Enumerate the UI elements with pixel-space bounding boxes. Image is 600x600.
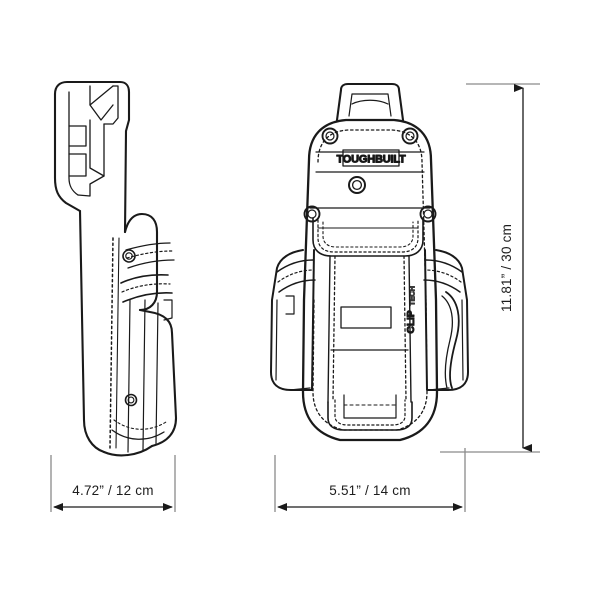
dim-label-side-width: 4.72” / 12 cm [72, 483, 153, 498]
clip-outer-top [53, 80, 131, 234]
right-pocket-loop-inner [441, 295, 453, 389]
side-stitch-spine [109, 237, 114, 449]
clip-spine [78, 209, 106, 454]
toughbuilt-logo: TOUGHBUILT [336, 154, 406, 166]
side-panel-right-edge [155, 302, 159, 445]
clip-tab-right [103, 85, 119, 125]
front-flap-stitch-b [322, 221, 414, 248]
left-pocket-inner-edge [275, 299, 278, 381]
bottom-flap-stitch [334, 399, 406, 426]
left-pocket-bottom [289, 387, 311, 391]
right-pocket-outer [424, 249, 469, 391]
rivet-inner-mr [423, 209, 433, 219]
side-panel-mid-edge [142, 299, 146, 451]
rivet-icon-tr [401, 127, 419, 145]
rivet-icon-center [348, 176, 366, 194]
dim-label-front-width: 5.51” / 14 cm [329, 483, 410, 498]
clip-logo-secondary: TECH [408, 286, 417, 306]
right-pocket-strap-bottom [423, 279, 461, 293]
left-pocket-strap-top [276, 259, 314, 273]
belt-loop-tab [335, 82, 405, 122]
rivet-inner-center [351, 179, 363, 191]
rivet-icon-mr [419, 205, 437, 223]
clip-slot-lower [68, 153, 87, 177]
bottom-inner-box [343, 394, 397, 419]
logo-plate [342, 149, 400, 167]
right-pocket-strap-stitch [424, 269, 462, 283]
side-bottom [102, 444, 154, 457]
rivet-inner [125, 252, 133, 260]
center-panel-right-edge [408, 255, 412, 403]
clip-outer-left [53, 92, 82, 213]
clip-tab-v-lower [89, 104, 114, 121]
dimension-side-width: 4.72” / 12 cm [50, 455, 176, 512]
front-view-group: TOUGHBUILT CLIP [270, 82, 469, 442]
rivet-inner-lower [127, 396, 135, 404]
front-flap-stitch-a [317, 219, 419, 253]
rivet-inner-tl [325, 131, 335, 141]
belt-loop-inner [348, 93, 392, 117]
clip-body-panel [89, 119, 105, 177]
front-flap-outer [312, 217, 424, 257]
left-pocket-strap-stitch [277, 269, 315, 283]
rivet-icon-ml [303, 205, 321, 223]
rivet-inner-tr [405, 131, 415, 141]
belt-loop-curve [351, 99, 389, 105]
side-bottom-stitch [113, 419, 167, 430]
right-pocket-bottom [428, 387, 450, 391]
side-flap-top [125, 242, 171, 251]
center-panel-left-edge [327, 255, 331, 403]
bottom-flap-outer [327, 401, 413, 431]
clip-inner-left [68, 91, 79, 196]
left-pocket-strap-bottom [278, 279, 316, 293]
pouch-outer-body [301, 118, 439, 442]
pouch-outer-stitch [317, 129, 427, 301]
left-pocket-tab [285, 295, 295, 315]
side-small-tab [163, 299, 173, 321]
side-strap-top [120, 274, 169, 284]
center-panel-left-stitch [332, 255, 336, 401]
side-edge-line [115, 237, 120, 449]
clip-slot-upper [68, 125, 87, 147]
side-bottom-seam [111, 429, 165, 440]
side-upper-bulge [123, 212, 159, 312]
dim-label-height: 11.81” / 30 cm [499, 224, 514, 312]
clip-lower-web [77, 175, 105, 197]
dimension-front-width: 5.51” / 14 cm [274, 448, 466, 512]
clip-tech-badge: CLIP TECH [405, 286, 418, 334]
side-panel-left-edge [127, 299, 131, 453]
dimension-height: 11.81” / 30 cm [440, 83, 540, 453]
left-pocket-outer [270, 249, 315, 391]
right-pocket-strap-top [425, 259, 463, 273]
side-strap-bottom [122, 292, 173, 303]
rivet-icon-lower [124, 393, 138, 407]
side-flap-bottom [127, 259, 175, 269]
side-strap-stitch [121, 283, 171, 293]
center-patch [340, 306, 392, 329]
center-panel-right-stitch [403, 255, 407, 401]
rivet-icon [122, 249, 136, 263]
side-view-group [53, 80, 178, 457]
clip-logo-primary: CLIP [405, 310, 417, 333]
right-pocket-inner-edge [461, 299, 464, 381]
rivet-inner-ml [307, 209, 317, 219]
rivet-icon-tl [321, 127, 339, 145]
right-pocket-loop-outer [445, 291, 460, 389]
